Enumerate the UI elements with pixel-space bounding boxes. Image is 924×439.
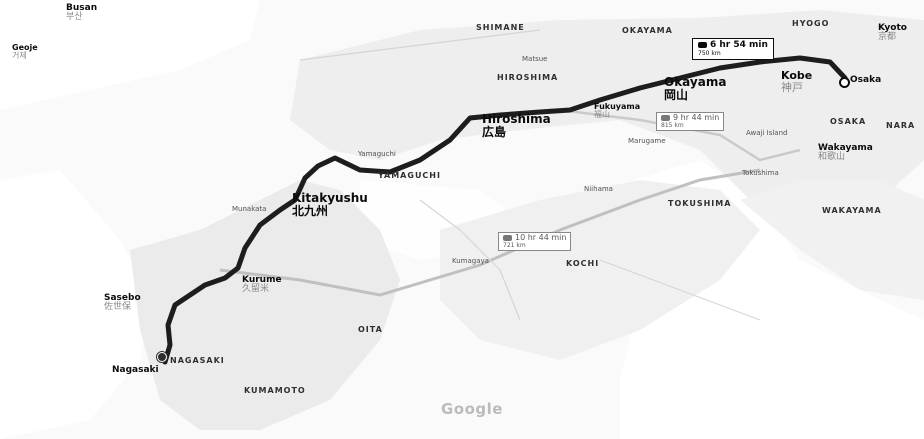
destination-pin[interactable] [839,77,850,88]
city-nagasaki: Nagasaki [112,365,159,375]
pref-kochi: KOCHI [566,259,600,268]
town-niihama: Niihama [584,185,613,193]
route-main-distance: 750 km [698,49,721,57]
route-alt2-time: 10 hr 44 min [515,233,567,242]
route-alt2-callout[interactable]: 10 hr 44 min 721 km [498,232,572,252]
town-matsue: Matsue [522,55,548,63]
pref-nara: NARA [886,121,916,130]
town-munakata: Munakata [232,205,267,213]
pref-okayama: OKAYAMA [622,26,673,35]
route-alt2-distance: 721 km [503,241,526,249]
town-yamaguchi: Yamaguchi [358,150,396,158]
pref-oita: OITA [358,325,383,334]
route-alt1-callout[interactable]: 9 hr 44 min 815 km [656,112,725,132]
route-main-time: 6 hr 54 min [710,40,768,50]
route-main-callout[interactable]: 6 hr 54 min 750 km [692,38,774,61]
pref-kumamoto: KUMAMOTO [244,386,306,395]
pref-wakayama: WAKAYAMA [822,206,882,215]
car-icon [661,114,670,121]
town-awaji: Awaji Island [746,129,788,137]
pref-hyogo: HYOGO [792,19,830,28]
pref-tokushima: TOKUSHIMA [668,199,732,208]
car-icon [698,41,707,48]
route-alt1-time: 9 hr 44 min [673,113,720,122]
car-icon [503,234,512,241]
google-logo: Google [441,400,503,418]
route-alt1-distance: 815 km [661,121,684,129]
town-marugame: Marugame [628,137,666,145]
origin-pin[interactable] [157,352,167,362]
pref-osaka: OSAKA [830,117,867,126]
pref-shimane: SHIMANE [476,23,525,32]
pref-hiroshima: HIROSHIMA [497,73,559,82]
town-tokushima: Tokushima [742,169,779,177]
city-osaka: Osaka [850,75,882,85]
town-kumagaya: Kumagaya [452,257,489,265]
pref-yamaguchi: YAMAGUCHI [378,171,441,180]
pref-nagasaki: NAGASAKI [170,356,225,365]
